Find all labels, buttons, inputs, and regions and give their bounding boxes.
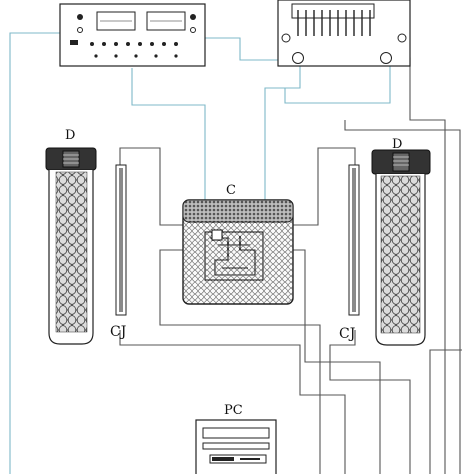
wire-cj-right-down [329, 330, 411, 474]
dewar-left [45, 147, 97, 345]
wire-cj-left-down [119, 330, 346, 474]
amplifier-unit [59, 3, 206, 67]
wire-amp-to-chamber [131, 68, 206, 200]
cold-junction-left [115, 164, 127, 316]
dewar-left-pellets [55, 171, 88, 333]
label-cold-junction-right: CJ [339, 326, 355, 342]
label-cold-junction-left: CJ [110, 324, 126, 340]
connector-right [380, 52, 392, 64]
wire-cj-right-to-chamber [293, 147, 356, 226]
label-computer: PC [224, 403, 243, 418]
wire-chamber-down-left [159, 249, 321, 474]
terminal-box [277, 0, 411, 67]
dewar-right-pellets [380, 175, 421, 334]
chamber-sample-coil [204, 229, 264, 281]
label-dewar-right: D [392, 137, 402, 152]
label-chamber: C [226, 183, 236, 198]
dewar-right [371, 149, 431, 346]
cold-junction-right [348, 164, 360, 316]
computer [195, 419, 277, 474]
chamber-lid [182, 199, 294, 223]
wire-chamber-down-right [293, 249, 381, 474]
wire-outer-right [429, 349, 462, 474]
chamber [182, 199, 294, 305]
wire-box-right [284, 60, 391, 104]
label-dewar-left: D [65, 128, 75, 143]
wire-cj-left-to-chamber [119, 147, 183, 226]
connector-left [292, 52, 304, 64]
wire-chamber-to-box [264, 60, 301, 200]
wire-right-rail [344, 120, 461, 474]
wire-left-rail [9, 32, 60, 474]
